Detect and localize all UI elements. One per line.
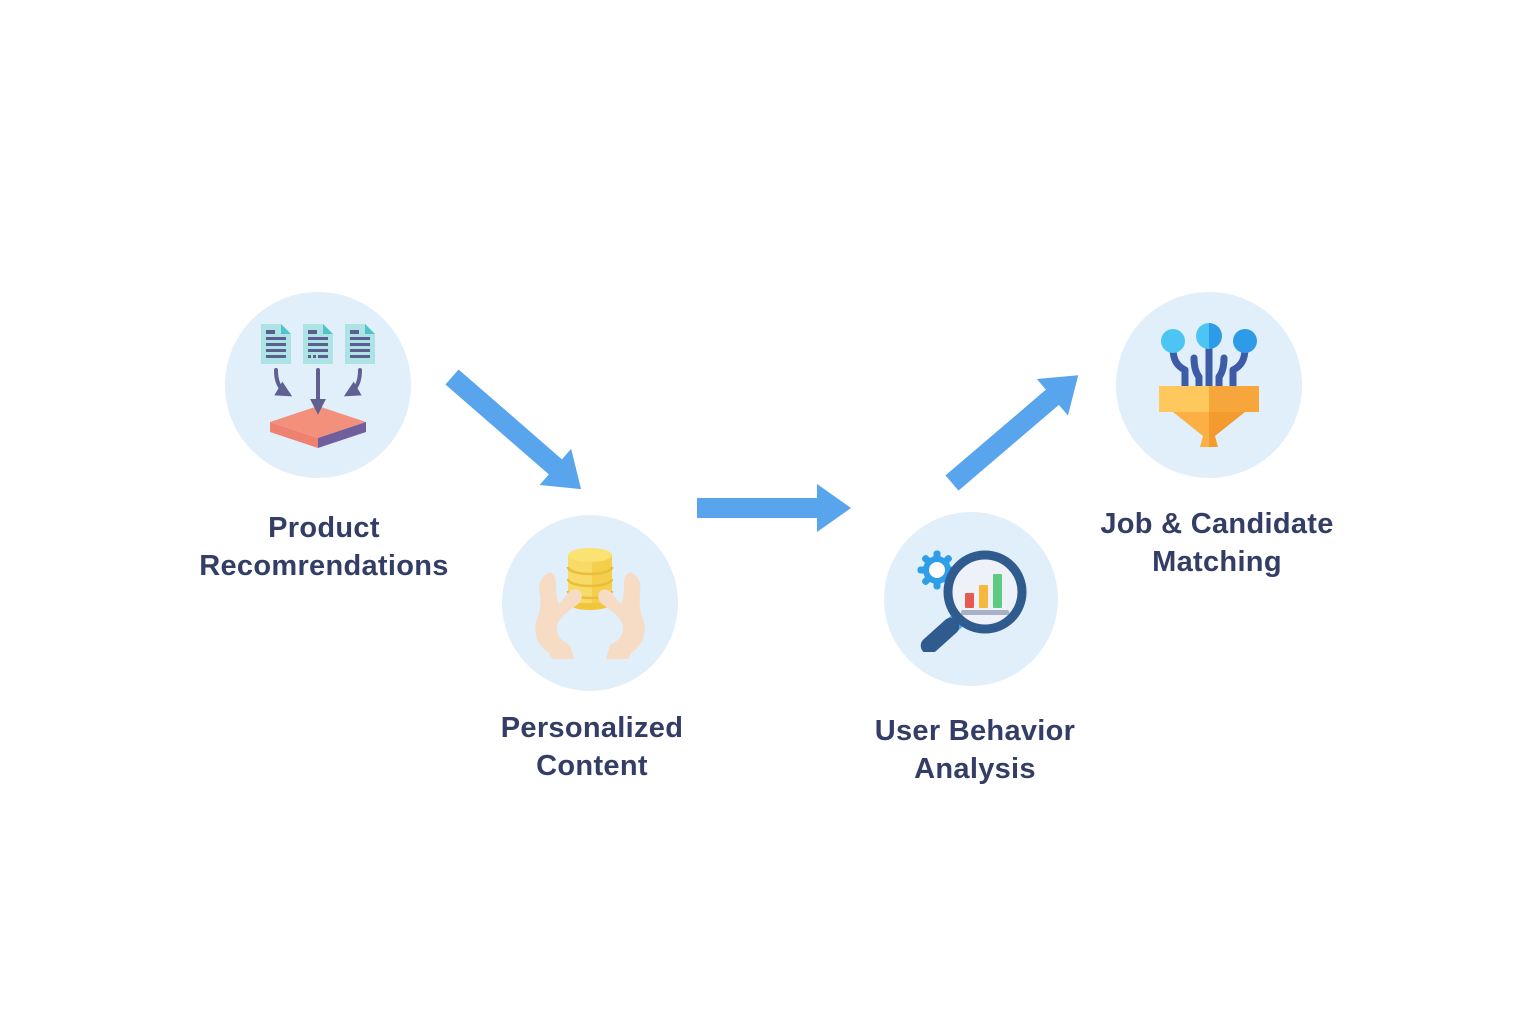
arrow-up-right-icon <box>945 375 1079 491</box>
label-line: Product <box>268 512 380 544</box>
label-product-recommendations: Product Recomrendations <box>104 509 544 585</box>
arrow-down-right-icon <box>445 369 582 490</box>
label-line: Job & Candidate <box>1100 508 1334 540</box>
label-job-candidate-matching: Job & Candidate Matching <box>1017 505 1417 581</box>
step-job-candidate-matching <box>1116 292 1302 478</box>
magnifier-bar-chart-gear-icon <box>917 550 1027 652</box>
gear-icon <box>917 550 957 590</box>
funnel-matching-icon <box>1159 323 1259 447</box>
label-line: Personalized <box>500 712 684 744</box>
step-personalized-content <box>502 515 678 691</box>
bar-chart-icon <box>961 574 1009 615</box>
arrow-right-icon <box>697 484 851 532</box>
label-line: Analysis <box>914 753 1036 785</box>
label-personalized-content: Personalized Content <box>392 709 792 785</box>
documents-into-platform-icon <box>261 324 375 448</box>
hands-holding-coins-icon <box>535 548 645 659</box>
label-line: Recomrendations <box>199 550 449 582</box>
label-line: Matching <box>1152 546 1282 578</box>
label-line: User Behavior <box>874 715 1076 747</box>
label-user-behavior-analysis: User Behavior Analysis <box>775 712 1175 788</box>
step-product-recommendations <box>225 292 411 478</box>
label-line: Content <box>536 750 648 782</box>
step-user-behavior-analysis <box>884 512 1058 686</box>
